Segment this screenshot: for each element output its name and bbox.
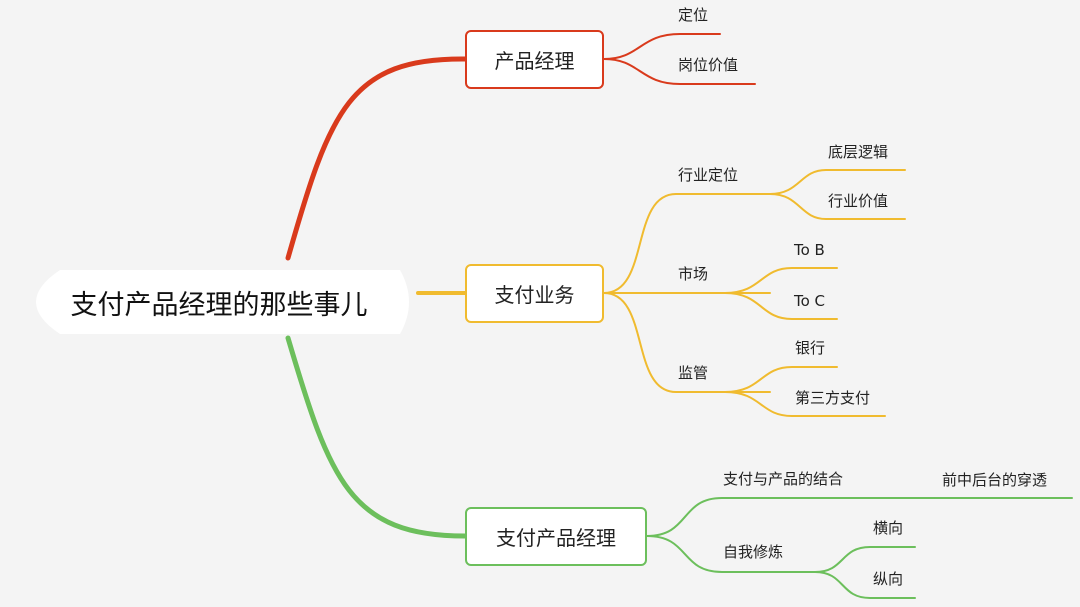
connector-root-to-payment-product-manager [285, 335, 468, 539]
connector-to-b [724, 267, 838, 294]
leaf-front-middle-back-office[interactable]: 前中后台的穿透 [942, 471, 1048, 489]
subtopic-self-cultivation[interactable]: 自我修炼 [723, 543, 784, 561]
connector-horizontal [814, 546, 916, 573]
subtopic-market[interactable]: 市场 [678, 265, 709, 283]
leaf-bank[interactable]: 银行 [795, 339, 826, 357]
subtopic-payment-product-combination[interactable]: 支付与产品的结合 [723, 470, 844, 488]
leaf-vertical[interactable]: 纵向 [873, 570, 904, 588]
leaf-underlying-logic[interactable]: 底层逻辑 [828, 143, 889, 161]
connector-to-c [724, 292, 838, 320]
subtopic-industry-positioning[interactable]: 行业定位 [678, 166, 739, 184]
connector-job-value [603, 58, 756, 85]
connector-self-cultivation [646, 535, 816, 573]
leaf-horizontal[interactable]: 横向 [873, 519, 904, 537]
leaf-to-c[interactable]: To C [794, 292, 826, 310]
branch-product-manager[interactable]: 产品经理 [465, 30, 604, 89]
connector-industry-positioning [603, 193, 771, 294]
connector-third-party-payment [724, 391, 886, 417]
connector-bank [724, 366, 838, 393]
connector-underlying-logic [769, 169, 906, 195]
branch-payment-business[interactable]: 支付业务 [465, 264, 604, 323]
leaf-third-party-payment[interactable]: 第三方支付 [795, 389, 871, 407]
root-topic-title[interactable]: 支付产品经理的那些事儿 [70, 289, 368, 321]
branch-payment-product-manager[interactable]: 支付产品经理 [465, 507, 647, 566]
connector-vertical [814, 571, 916, 599]
connector-regulation [603, 292, 771, 393]
connector-payment-product-combination [646, 497, 936, 537]
root-node-shape[interactable] [36, 270, 409, 334]
leaf-to-b[interactable]: To B [794, 241, 825, 259]
connector-root-to-product-manager [285, 56, 468, 261]
leaf-industry-value[interactable]: 行业价值 [828, 192, 889, 210]
subtopic-job-value[interactable]: 岗位价值 [678, 56, 739, 74]
connector-industry-value [769, 193, 906, 220]
subtopic-positioning[interactable]: 定位 [678, 6, 709, 24]
connector-positioning [603, 33, 721, 60]
subtopic-regulation[interactable]: 监管 [678, 364, 709, 382]
